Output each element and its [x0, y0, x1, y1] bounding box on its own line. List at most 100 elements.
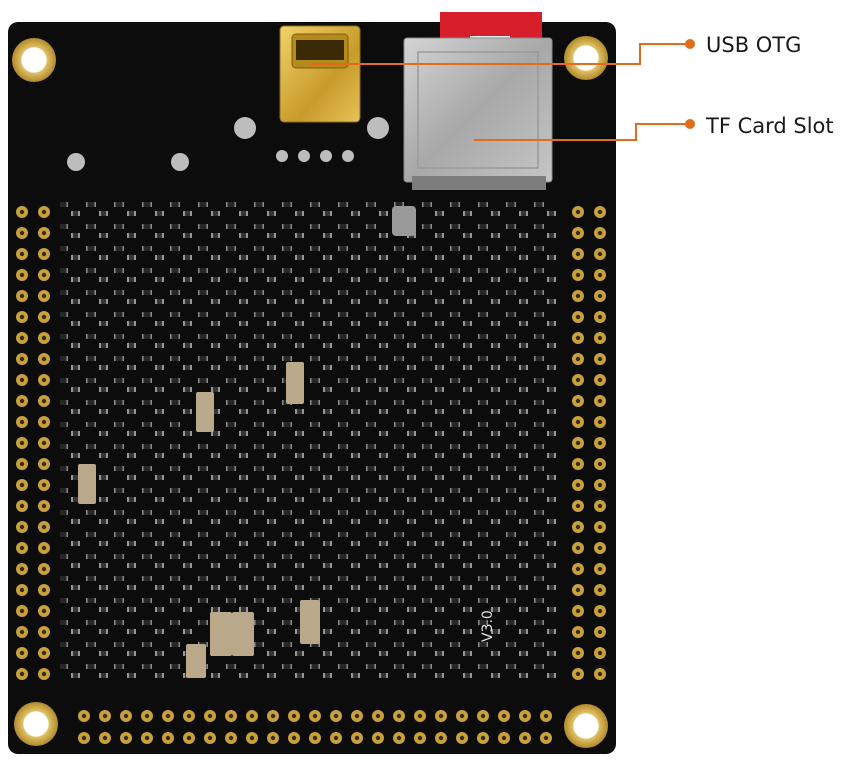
pad-hole: [291, 735, 297, 741]
pad-hole: [312, 713, 318, 719]
pad-hole: [19, 209, 25, 215]
pad-hole: [396, 735, 402, 741]
pad-hole: [249, 735, 255, 741]
callout-label-usb-otg: USB OTG: [706, 33, 802, 57]
pad-hole: [597, 356, 603, 362]
pad-hole: [41, 335, 47, 341]
pad-hole: [41, 377, 47, 383]
pad-hole: [575, 671, 581, 677]
pad-hole: [19, 482, 25, 488]
pad-hole: [354, 713, 360, 719]
pad-hole: [19, 608, 25, 614]
pad-hole: [597, 230, 603, 236]
pad-hole: [597, 524, 603, 530]
callout-line-usb: [310, 43, 690, 65]
pad-hole: [597, 482, 603, 488]
pad-hole: [81, 713, 87, 719]
pad-hole: [396, 713, 402, 719]
pad-hole: [575, 293, 581, 299]
pad-hole: [41, 440, 47, 446]
pad-hole: [543, 713, 549, 719]
pad-hole: [228, 713, 234, 719]
pad-hole: [597, 587, 603, 593]
pad-hole: [597, 398, 603, 404]
pad-hole: [19, 671, 25, 677]
pad-hole: [19, 272, 25, 278]
pad-hole: [575, 314, 581, 320]
pad-hole: [597, 566, 603, 572]
pad-hole: [438, 735, 444, 741]
pad-hole: [19, 461, 25, 467]
pad-hole: [41, 230, 47, 236]
pad-hole: [19, 587, 25, 593]
mount-hole-tl: [12, 38, 56, 82]
pad-hole: [41, 650, 47, 656]
pad-hole: [19, 545, 25, 551]
pad-hole: [375, 713, 381, 719]
pad-hole: [597, 314, 603, 320]
pad-hole: [575, 251, 581, 257]
pad-hole: [19, 251, 25, 257]
pad-hole: [186, 713, 192, 719]
pad-hole: [597, 671, 603, 677]
pad-hole: [459, 713, 465, 719]
pad-hole: [543, 735, 549, 741]
pad-hole: [575, 524, 581, 530]
pad-hole: [144, 713, 150, 719]
callout-line-tf: [474, 123, 690, 141]
pad-hole: [249, 713, 255, 719]
pad-hole: [19, 440, 25, 446]
pad-hole: [41, 293, 47, 299]
pad-hole: [501, 713, 507, 719]
pad-hole: [19, 230, 25, 236]
pad-hole: [575, 629, 581, 635]
pad-hole: [186, 735, 192, 741]
pad-hole: [102, 713, 108, 719]
pad-hole: [41, 629, 47, 635]
pad-hole: [41, 314, 47, 320]
pad-hole: [19, 419, 25, 425]
pad-hole: [480, 713, 486, 719]
pad-hole: [597, 293, 603, 299]
pad-hole: [41, 566, 47, 572]
pad-hole: [575, 587, 581, 593]
pad-hole: [333, 713, 339, 719]
pad-hole: [575, 608, 581, 614]
pad-hole: [375, 735, 381, 741]
pad-hole: [19, 503, 25, 509]
pad-hole: [19, 524, 25, 530]
callout-dot-tf: [685, 119, 695, 129]
tf-card-slot: [403, 37, 553, 183]
pad-hole: [597, 209, 603, 215]
pad-hole: [597, 629, 603, 635]
pad-hole: [417, 735, 423, 741]
pad-hole: [19, 650, 25, 656]
pad-hole: [501, 735, 507, 741]
pad-hole: [270, 713, 276, 719]
pad-hole: [41, 419, 47, 425]
pad-hole: [438, 713, 444, 719]
pad-hole: [575, 356, 581, 362]
pad-hole: [480, 735, 486, 741]
pad-hole: [312, 735, 318, 741]
pad-hole: [597, 272, 603, 278]
pad-hole: [522, 713, 528, 719]
pad-hole: [597, 335, 603, 341]
pad-hole: [575, 461, 581, 467]
pad-hole: [575, 272, 581, 278]
pad-hole: [41, 272, 47, 278]
pad-hole: [19, 566, 25, 572]
pad-hole: [575, 419, 581, 425]
pad-hole: [165, 735, 171, 741]
pad-hole: [19, 356, 25, 362]
pad-hole: [81, 735, 87, 741]
pad-hole: [207, 713, 213, 719]
pad-hole: [19, 314, 25, 320]
pad-hole: [41, 524, 47, 530]
pad-hole: [41, 209, 47, 215]
pad-hole: [144, 735, 150, 741]
pad-hole: [19, 293, 25, 299]
pad-hole: [41, 503, 47, 509]
pad-hole: [597, 608, 603, 614]
pad-hole: [575, 545, 581, 551]
